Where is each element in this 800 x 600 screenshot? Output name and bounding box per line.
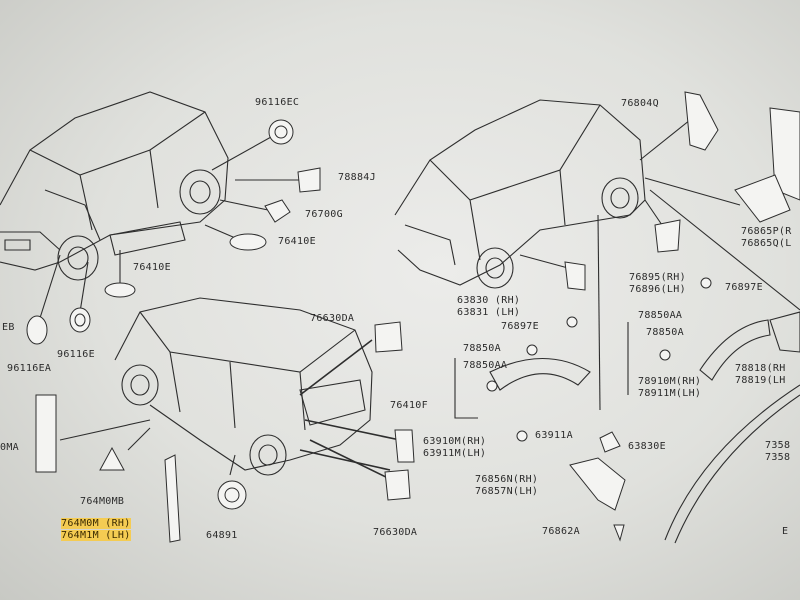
part-label[interactable]: 78850AA [638,310,683,321]
part-label[interactable]: 63911A [535,430,573,441]
part-label[interactable]: 76862A [542,526,580,537]
part-label[interactable]: E [782,526,789,537]
part-label[interactable]: 76630DA [310,313,355,324]
part-label-highlighted[interactable]: 764M1M (LH) [61,530,131,541]
part-label[interactable]: 7358 [765,440,791,451]
part-label[interactable]: 76410E [133,262,171,273]
part-label[interactable]: 76857N(LH) [475,486,539,497]
part-label[interactable]: 63831 (LH) [457,307,521,318]
part-label[interactable]: 78818(RH [735,363,786,374]
part-label[interactable]: 78850A [463,343,501,354]
part-label-highlighted[interactable]: 764M0M (RH) [61,518,131,529]
part-label[interactable]: 76896(LH) [629,284,686,295]
part-label[interactable]: 76865P(R [741,226,792,237]
clip-part [297,167,321,193]
part-label[interactable]: 76700G [305,209,343,220]
mudguard-part [734,174,791,223]
part-label[interactable]: 78850AA [463,360,508,371]
clip-part [566,316,578,328]
vehicle-front-left-view [0,91,229,281]
part-label[interactable]: 76895(RH) [629,272,686,283]
part-label[interactable]: 76410E [278,236,316,247]
clip-part [599,431,621,453]
fender-protector-part [699,319,771,381]
patch-part [384,469,411,501]
part-label[interactable]: 78884J [338,172,376,183]
plug-part [229,233,267,251]
fender-protector-part [489,358,591,391]
part-label[interactable]: 76897E [501,321,539,332]
part-label[interactable]: 7358 [765,452,791,463]
part-label[interactable]: 76410F [390,400,428,411]
bracket-part [684,91,719,151]
part-label[interactable]: 76804Q [621,98,659,109]
splash-guard-part [569,457,626,511]
bracket-part [564,261,586,291]
molding-part [99,446,125,471]
part-label[interactable]: 78910M(RH) [638,376,702,387]
part-label[interactable]: 96116EA [7,363,52,374]
mudguard-part [769,107,800,201]
molding-strip-part [664,384,800,541]
screw-part [613,524,625,542]
part-label[interactable]: 63911M(LH) [423,448,487,459]
part-label[interactable]: 76856N(RH) [475,474,539,485]
bracket-part [654,219,681,253]
part-label[interactable]: 76897E [725,282,763,293]
part-label[interactable]: 63830E [628,441,666,452]
plug-part [104,282,136,298]
part-label[interactable]: 64891 [206,530,238,541]
part-label[interactable]: 78819(LH [735,375,786,386]
part-label[interactable]: 76865Q(L [741,238,792,249]
part-label[interactable]: 764M0MB [80,496,125,507]
clip-part [700,277,712,289]
fender-protector-part [769,311,800,353]
cap-part [26,315,48,345]
part-label[interactable]: 0MA [0,442,19,453]
part-label[interactable]: 78911M(LH) [638,388,702,399]
molding-part [35,394,57,473]
patch-part [374,321,403,353]
part-label[interactable]: 96116E [57,349,95,360]
part-label[interactable]: 96116EC [255,97,300,108]
vehicle-rear-view [114,297,373,476]
part-label[interactable]: 78850A [646,327,684,338]
part-label[interactable]: 76630DA [373,527,418,538]
part-label[interactable]: 63830 (RH) [457,295,521,306]
part-label[interactable]: EB [2,322,15,333]
patch-part [394,429,415,463]
molding-part [164,454,181,543]
seal-part [264,199,291,223]
part-label[interactable]: 63910M(RH) [423,436,487,447]
